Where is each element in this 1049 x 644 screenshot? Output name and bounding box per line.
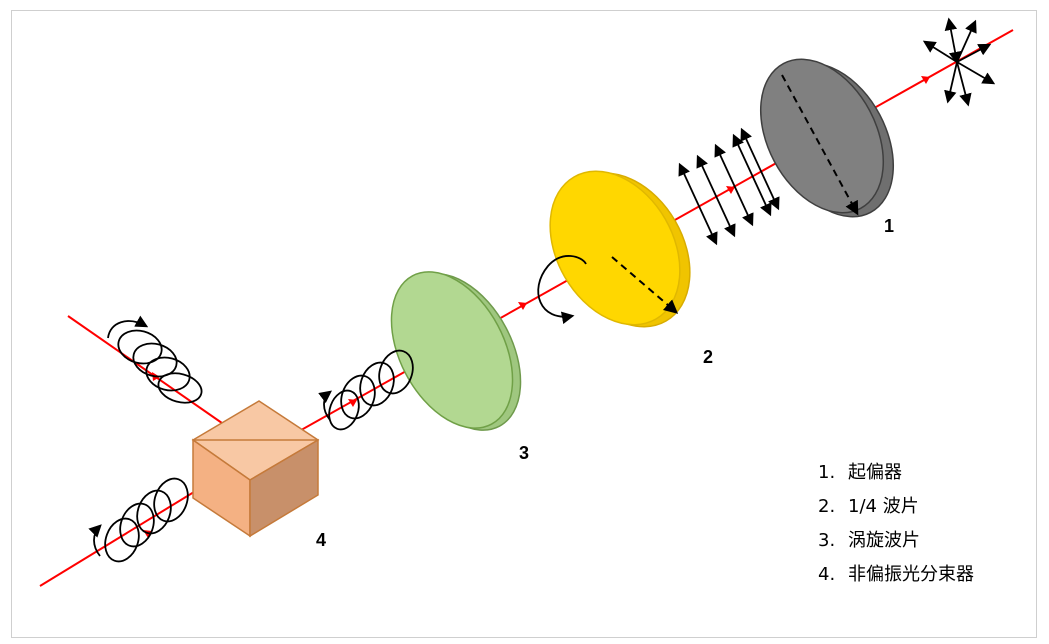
linear-polarization-icon <box>678 127 780 246</box>
quarter-wave-plate-disc <box>549 170 691 328</box>
legend: 1. 起偏器 2. 1/4 波片 3. 涡旋波片 4. 非偏振光分束器 <box>818 456 1028 592</box>
legend-item: 2. 1/4 波片 <box>818 490 1028 524</box>
component-number-2: 2 <box>703 347 713 367</box>
legend-text: 非偏振光分束器 <box>848 564 974 585</box>
legend-text: 1/4 波片 <box>848 496 919 517</box>
legend-text: 起偏器 <box>848 462 902 483</box>
polarizer-disc <box>759 58 895 218</box>
legend-index: 1. <box>818 462 836 483</box>
circular-polarization-icon <box>537 255 587 325</box>
legend-index: 3. <box>818 530 836 551</box>
legend-item: 4. 非偏振光分束器 <box>818 558 1028 592</box>
legend-text: 涡旋波片 <box>848 530 920 551</box>
unpolarized-light-icon <box>922 17 996 107</box>
beam-splitter-cube <box>191 400 320 538</box>
legend-index: 4. <box>818 564 836 585</box>
component-number-3: 3 <box>519 443 529 463</box>
component-number-4: 4 <box>316 530 326 550</box>
reflected-beam-helix <box>107 315 203 404</box>
vortex-beam-helix <box>318 349 414 431</box>
legend-index: 2. <box>818 496 836 517</box>
transmitted-beam-helix <box>88 477 189 563</box>
legend-item: 3. 涡旋波片 <box>818 524 1028 558</box>
vortex-wave-plate-disc <box>390 271 522 431</box>
component-number-1: 1 <box>884 216 894 236</box>
legend-item: 1. 起偏器 <box>818 456 1028 490</box>
